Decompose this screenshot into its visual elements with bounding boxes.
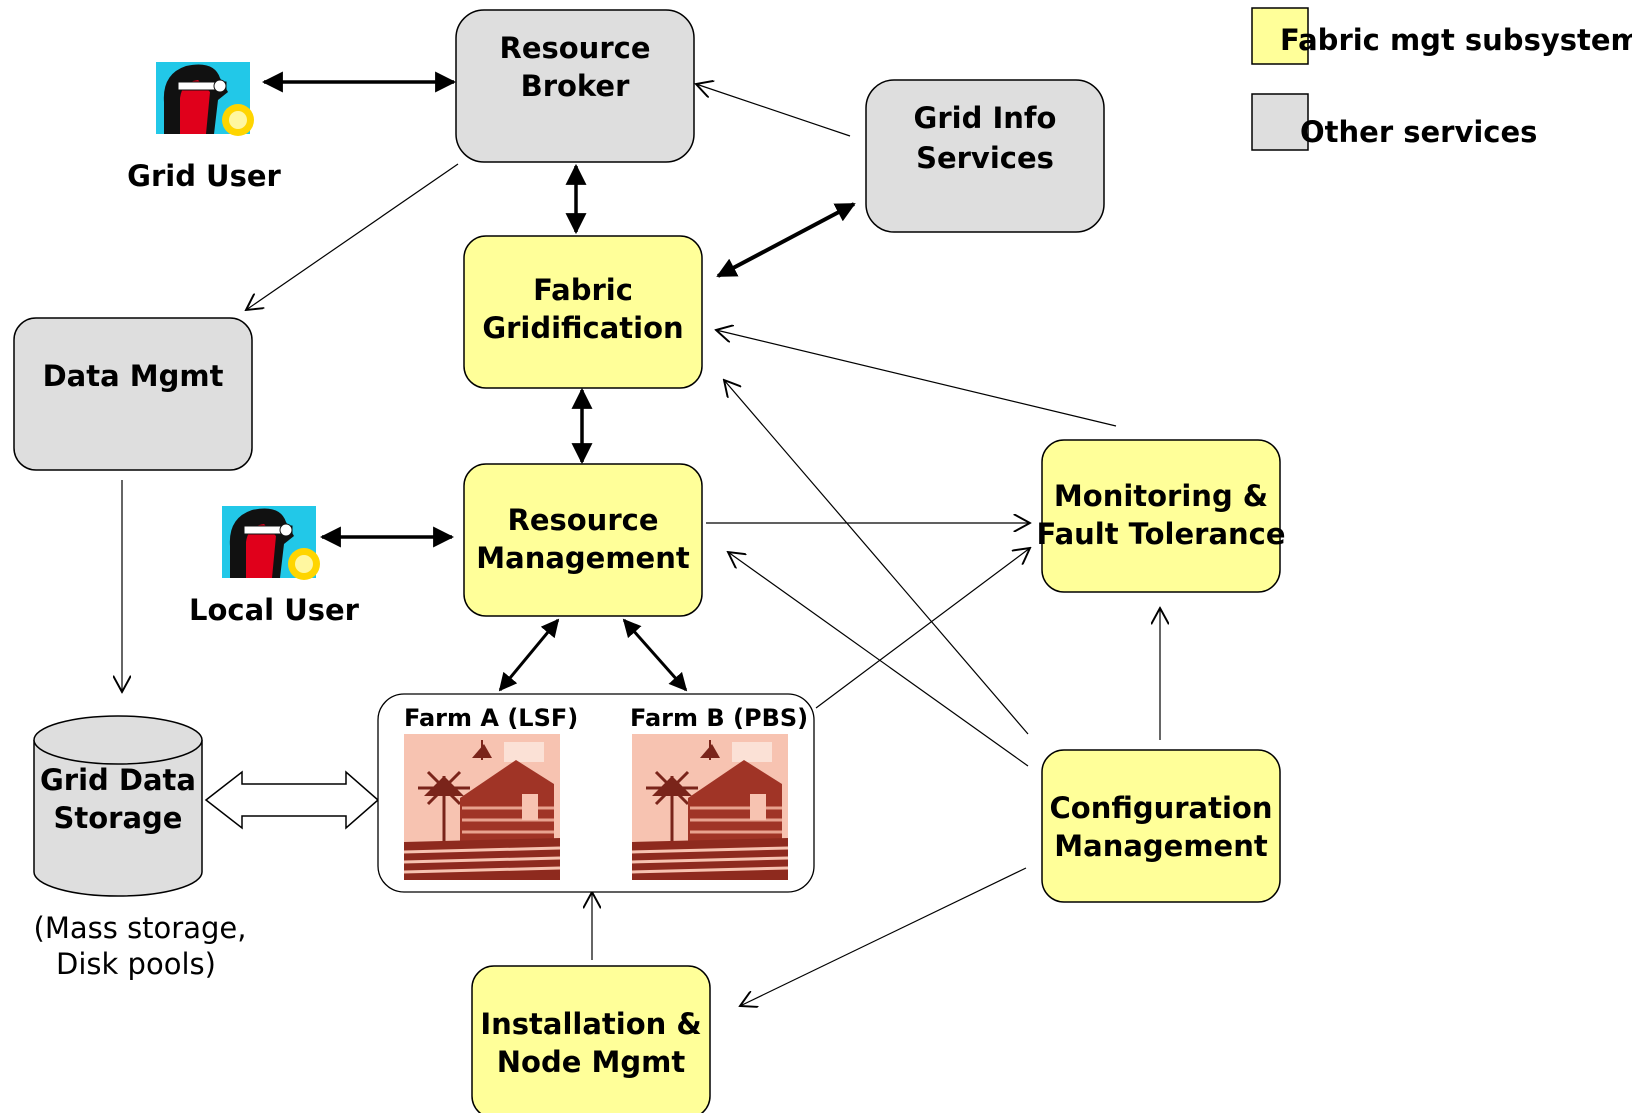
edge-broker-to-datamgmt <box>246 163 459 310</box>
legend-fabric-swatch <box>1251 7 1309 65</box>
storage-note-line2: Disk pools) <box>56 947 216 981</box>
bold-connectors <box>261 71 856 692</box>
grid-user: Grid User <box>127 62 282 193</box>
installation-node-mgmt-node: Installation & Node Mgmt <box>471 965 711 1113</box>
edge-config-to-resmgmt <box>728 552 1029 767</box>
installation-line2: Node Mgmt <box>497 1045 686 1079</box>
configuration-line2: Management <box>1054 829 1268 863</box>
farm-a-label: Farm A (LSF) <box>404 704 578 732</box>
grid-info-services-node: Grid Info Services <box>865 79 1105 233</box>
data-mgmt-label: Data Mgmt <box>43 359 224 393</box>
grid-data-storage-node: Grid Data Storage (Mass storage, Disk po… <box>33 715 247 981</box>
fabric-gridification-line2: Gridification <box>482 311 683 345</box>
local-user-label: Local User <box>189 593 360 627</box>
resource-management-node: Resource Management <box>463 463 703 617</box>
monitoring-fault-tolerance-node: Monitoring & Fault Tolerance <box>1036 439 1286 593</box>
storage-line1: Grid Data <box>40 763 196 797</box>
resource-management-line2: Management <box>476 541 690 575</box>
configuration-line1: Configuration <box>1050 791 1273 825</box>
legend-fabric-label: Fabric mgt subsystems <box>1280 23 1632 57</box>
edge-monitoring-to-gridification <box>716 330 1117 427</box>
resource-management-line1: Resource <box>508 503 659 537</box>
monitoring-line2: Fault Tolerance <box>1036 517 1285 551</box>
edge-farms-to-monitoring <box>815 548 1030 709</box>
barn-farm-icon <box>631 734 789 880</box>
local-user: Local User <box>189 506 360 627</box>
fabric-gridification-line1: Fabric <box>533 273 633 307</box>
edge-gridinfo-to-broker <box>696 84 851 137</box>
configuration-management-node: Configuration Management <box>1041 749 1281 903</box>
farm-b-label: Farm B (PBS) <box>630 704 808 732</box>
resource-broker-line1: Resource <box>500 31 651 65</box>
edge-gridification-gridinfo <box>716 202 856 278</box>
monitoring-line1: Monitoring & <box>1054 479 1268 513</box>
person-with-goggles-icon <box>156 62 254 136</box>
edge-config-to-installation <box>740 867 1027 1006</box>
grid-user-label: Grid User <box>127 159 281 193</box>
grid-info-line1: Grid Info <box>914 101 1057 135</box>
legend-other-label: Other services <box>1300 115 1537 149</box>
edge-config-to-gridification <box>724 380 1029 735</box>
installation-line1: Installation & <box>480 1007 701 1041</box>
thin-connectors <box>122 84 1160 1006</box>
edge-resmgmt-farma <box>498 618 560 692</box>
grid-info-line2: Services <box>916 141 1054 175</box>
edge-resmgmt-farmb <box>622 618 688 692</box>
edge-storage-farms <box>204 770 380 830</box>
fabric-gridification-node: Fabric Gridification <box>463 235 703 389</box>
legend: Fabric mgt subsystems Other services <box>1251 7 1632 151</box>
barn-farm-icon <box>403 734 561 880</box>
data-mgmt-node: Data Mgmt <box>13 317 253 471</box>
resource-broker-node: Resource Broker <box>455 9 695 163</box>
storage-line2: Storage <box>54 801 183 835</box>
storage-note-line1: (Mass storage, <box>34 911 247 945</box>
person-with-goggles-icon <box>222 506 320 580</box>
resource-broker-line2: Broker <box>521 69 631 103</box>
legend-other-swatch <box>1251 93 1309 151</box>
